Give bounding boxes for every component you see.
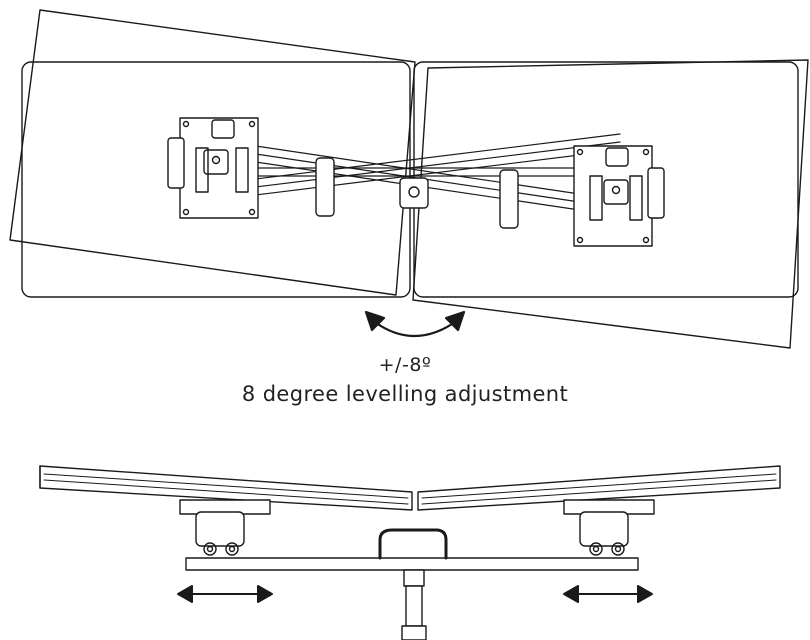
- crossbar: [185, 557, 639, 571]
- side-view: [39, 465, 781, 640]
- pole: [401, 569, 427, 640]
- center-pivot: [408, 186, 420, 198]
- left-double-arrow-icon: [177, 585, 273, 603]
- angle-label: +/-8º: [378, 354, 432, 376]
- levelling-description: 8 degree levelling adjustment: [241, 382, 569, 406]
- right-double-arrow-icon: [563, 585, 653, 603]
- rotation-arrow-icon: [364, 310, 466, 337]
- right-vesa-plate: [573, 145, 665, 247]
- left-vesa-plate: [167, 117, 259, 219]
- side-bracket-left: [179, 499, 271, 556]
- arm-clamp-left: [315, 157, 335, 217]
- center-handle: [378, 528, 448, 560]
- arm-clamp-right: [499, 169, 519, 229]
- center-hub: [399, 177, 429, 209]
- tilted-monitor-left-outline: [9, 9, 416, 296]
- side-monitor-right: [417, 465, 781, 511]
- top-view: [9, 9, 809, 349]
- side-bracket-right: [563, 499, 655, 556]
